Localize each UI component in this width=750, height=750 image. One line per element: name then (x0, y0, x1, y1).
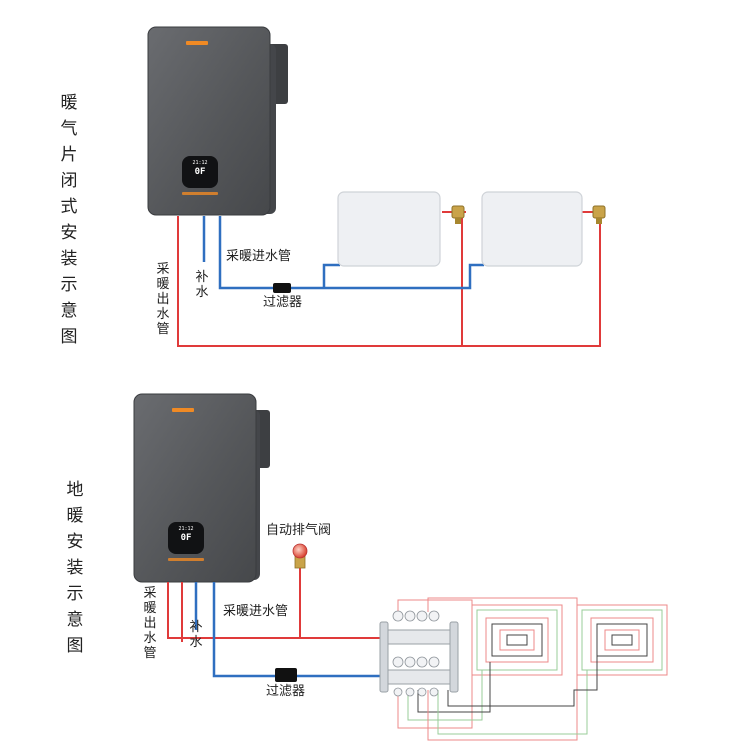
filter (273, 283, 291, 293)
radiator (481, 191, 583, 267)
supply-pipe-label: 采暖进水管 (226, 249, 292, 264)
diagram-title: 暖气片闭式安装示意图 (60, 93, 78, 347)
return-pipe-label: 采暖出水管 (143, 586, 157, 661)
brand-logo (186, 41, 208, 45)
supply-pipe-network (202, 216, 484, 290)
display-time: 21:12 (192, 160, 208, 166)
filter-label: 过滤器 (266, 684, 306, 699)
return-pipe-network (167, 566, 384, 642)
radiator-valve (592, 205, 606, 224)
control-buttons (182, 192, 218, 195)
floor-heating-loops (471, 604, 668, 676)
display-temperature: 0F (194, 167, 206, 177)
radiator-diagram (147, 26, 606, 347)
brand-logo (172, 408, 194, 412)
loop-feed-lines (397, 597, 598, 741)
filter-label: 过滤器 (263, 295, 303, 310)
diagram-title: 地暖安装示意图 (66, 480, 84, 656)
air-vent-valve (292, 543, 308, 569)
supply-pipe-label: 采暖进水管 (223, 604, 289, 619)
boiler-unit (133, 393, 270, 583)
control-buttons (168, 558, 204, 561)
radiator-valve (451, 205, 465, 224)
return-pipe-label: 采暖出水管 (156, 262, 170, 337)
radiator (337, 191, 441, 267)
makeup-water-label: 补水 (189, 620, 203, 650)
makeup-water-label: 补水 (195, 270, 209, 300)
boiler-unit (147, 26, 288, 216)
display-screen (182, 156, 218, 188)
air-vent-label: 自动排气阀 (266, 523, 332, 538)
floor-heating-diagram (133, 393, 668, 741)
display-temperature: 0F (180, 533, 192, 543)
supply-pipe-network (194, 582, 384, 678)
display-time: 21:12 (178, 526, 194, 532)
display-screen (168, 522, 204, 554)
filter (275, 668, 297, 682)
manifold (379, 610, 459, 697)
